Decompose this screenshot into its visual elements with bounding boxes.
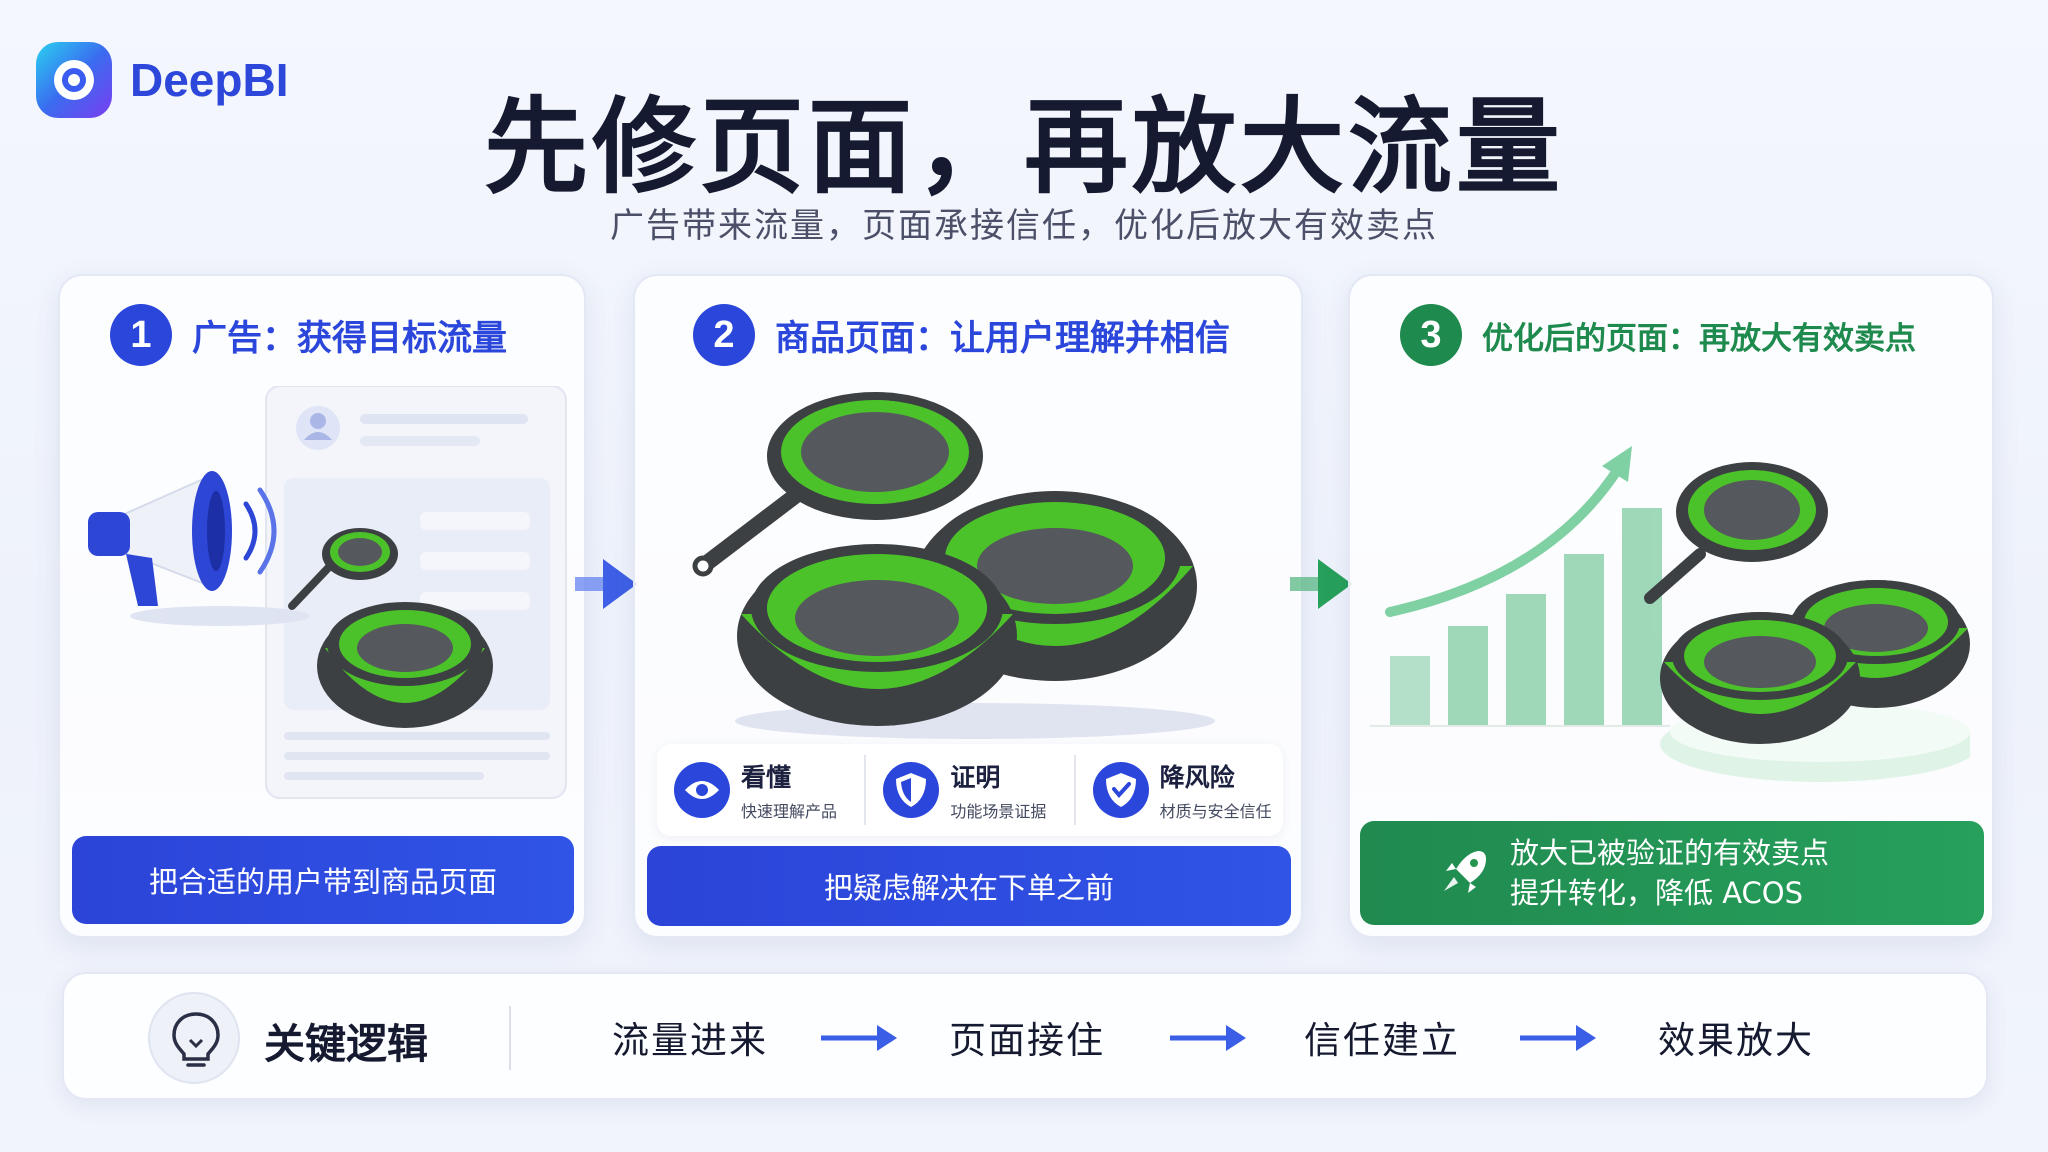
card-cta-button[interactable]: 把疑虑解决在下单之前 (647, 846, 1291, 926)
colander-medium-icon (1660, 612, 1860, 744)
shield-check-icon (1092, 762, 1149, 818)
feature-subtitle: 材质与安全信任 (1159, 802, 1272, 821)
step-number-badge: 2 (693, 304, 755, 366)
feature-reduce-risk: 降风险 材质与安全信任 (1073, 755, 1283, 825)
card-cta-button[interactable]: 放大已被验证的有效卖点 提升转化，降低 ACOS (1360, 821, 1984, 925)
step-card-ad: 1 广告：获得目标流量 (58, 274, 586, 938)
card-header: 2 商品页面：让用户理解并相信 (693, 304, 1230, 366)
feature-strip: 看懂 快速理解产品 证明 功能场景证据 降风险 材质与安全信 (657, 744, 1283, 836)
colander-small-icon (288, 528, 398, 610)
product-page-mockup-icon (265, 386, 567, 799)
shield-icon (883, 762, 940, 818)
logic-step: 页面接住 (949, 1019, 1105, 1062)
card-header: 3 优化后的页面：再放大有效卖点 (1400, 304, 1916, 366)
step-card-product-page: 2 商品页面：让用户理解并相信 (633, 274, 1303, 938)
cta-line-1: 放大已被验证的有效卖点 (1510, 836, 1830, 870)
colander-medium-icon (737, 544, 1017, 726)
card-header: 1 广告：获得目标流量 (110, 304, 507, 366)
colander-handle-icon (1644, 462, 1828, 604)
card-title: 优化后的页面：再放大有效卖点 (1482, 320, 1916, 357)
colander-bowl-icon (317, 602, 493, 728)
divider (509, 1006, 511, 1070)
card-title: 商品页面：让用户理解并相信 (775, 318, 1231, 359)
eye-icon (674, 762, 730, 818)
feature-title: 看懂 (741, 763, 792, 792)
ad-illustration (88, 386, 567, 799)
deepbi-logo-icon (36, 42, 112, 118)
feature-prove: 证明 功能场景证据 (864, 755, 1073, 825)
step-number-badge: 3 (1400, 304, 1462, 366)
growth-illustration (1370, 446, 1970, 782)
feature-title: 证明 (950, 763, 1001, 792)
page-subtitle: 广告带来流量，页面承接信任，优化后放大有效卖点 (610, 206, 1438, 246)
step-card-optimized-page: 3 优化后的页面：再放大有效卖点 (1348, 274, 1994, 938)
feature-understand: 看懂 快速理解产品 (657, 755, 864, 825)
logic-step: 流量进来 (612, 1019, 768, 1062)
logo: DeepBI (34, 40, 288, 120)
arrow-right-icon (1520, 1025, 1596, 1051)
feature-subtitle: 功能场景证据 (950, 802, 1047, 821)
brand-name: DeepBI (130, 54, 289, 106)
feature-title: 降风险 (1159, 763, 1235, 792)
rocket-icon (1444, 851, 1486, 893)
flow-arrow-icon (575, 559, 637, 609)
card-title: 广告：获得目标流量 (192, 318, 508, 359)
flow-arrow-icon (1290, 559, 1352, 609)
logic-step: 信任建立 (1304, 1019, 1460, 1062)
colander-set-image (692, 392, 1215, 739)
card-cta-button[interactable]: 把合适的用户带到商品页面 (72, 836, 574, 924)
key-logic-label: 关键逻辑 (264, 1020, 428, 1068)
lightbulb-icon (148, 992, 240, 1084)
key-logic-bar: 关键逻辑 流量进来 页面接住 信任建立 效果放大 (62, 972, 1988, 1100)
arrow-right-icon (1170, 1025, 1246, 1051)
feature-subtitle: 快速理解产品 (741, 802, 838, 821)
megaphone-icon (88, 471, 310, 626)
arrow-right-icon (821, 1025, 897, 1051)
colander-handle-icon (692, 392, 983, 577)
cta-line-2: 提升转化，降低 ACOS (1510, 876, 1804, 910)
growth-arrow-icon (1385, 461, 1625, 617)
step-number-badge: 1 (110, 304, 172, 366)
page-title: 先修页面，再放大流量 (483, 86, 1564, 208)
logic-step: 效果放大 (1658, 1019, 1814, 1062)
bar-chart-icon (1370, 508, 1670, 727)
